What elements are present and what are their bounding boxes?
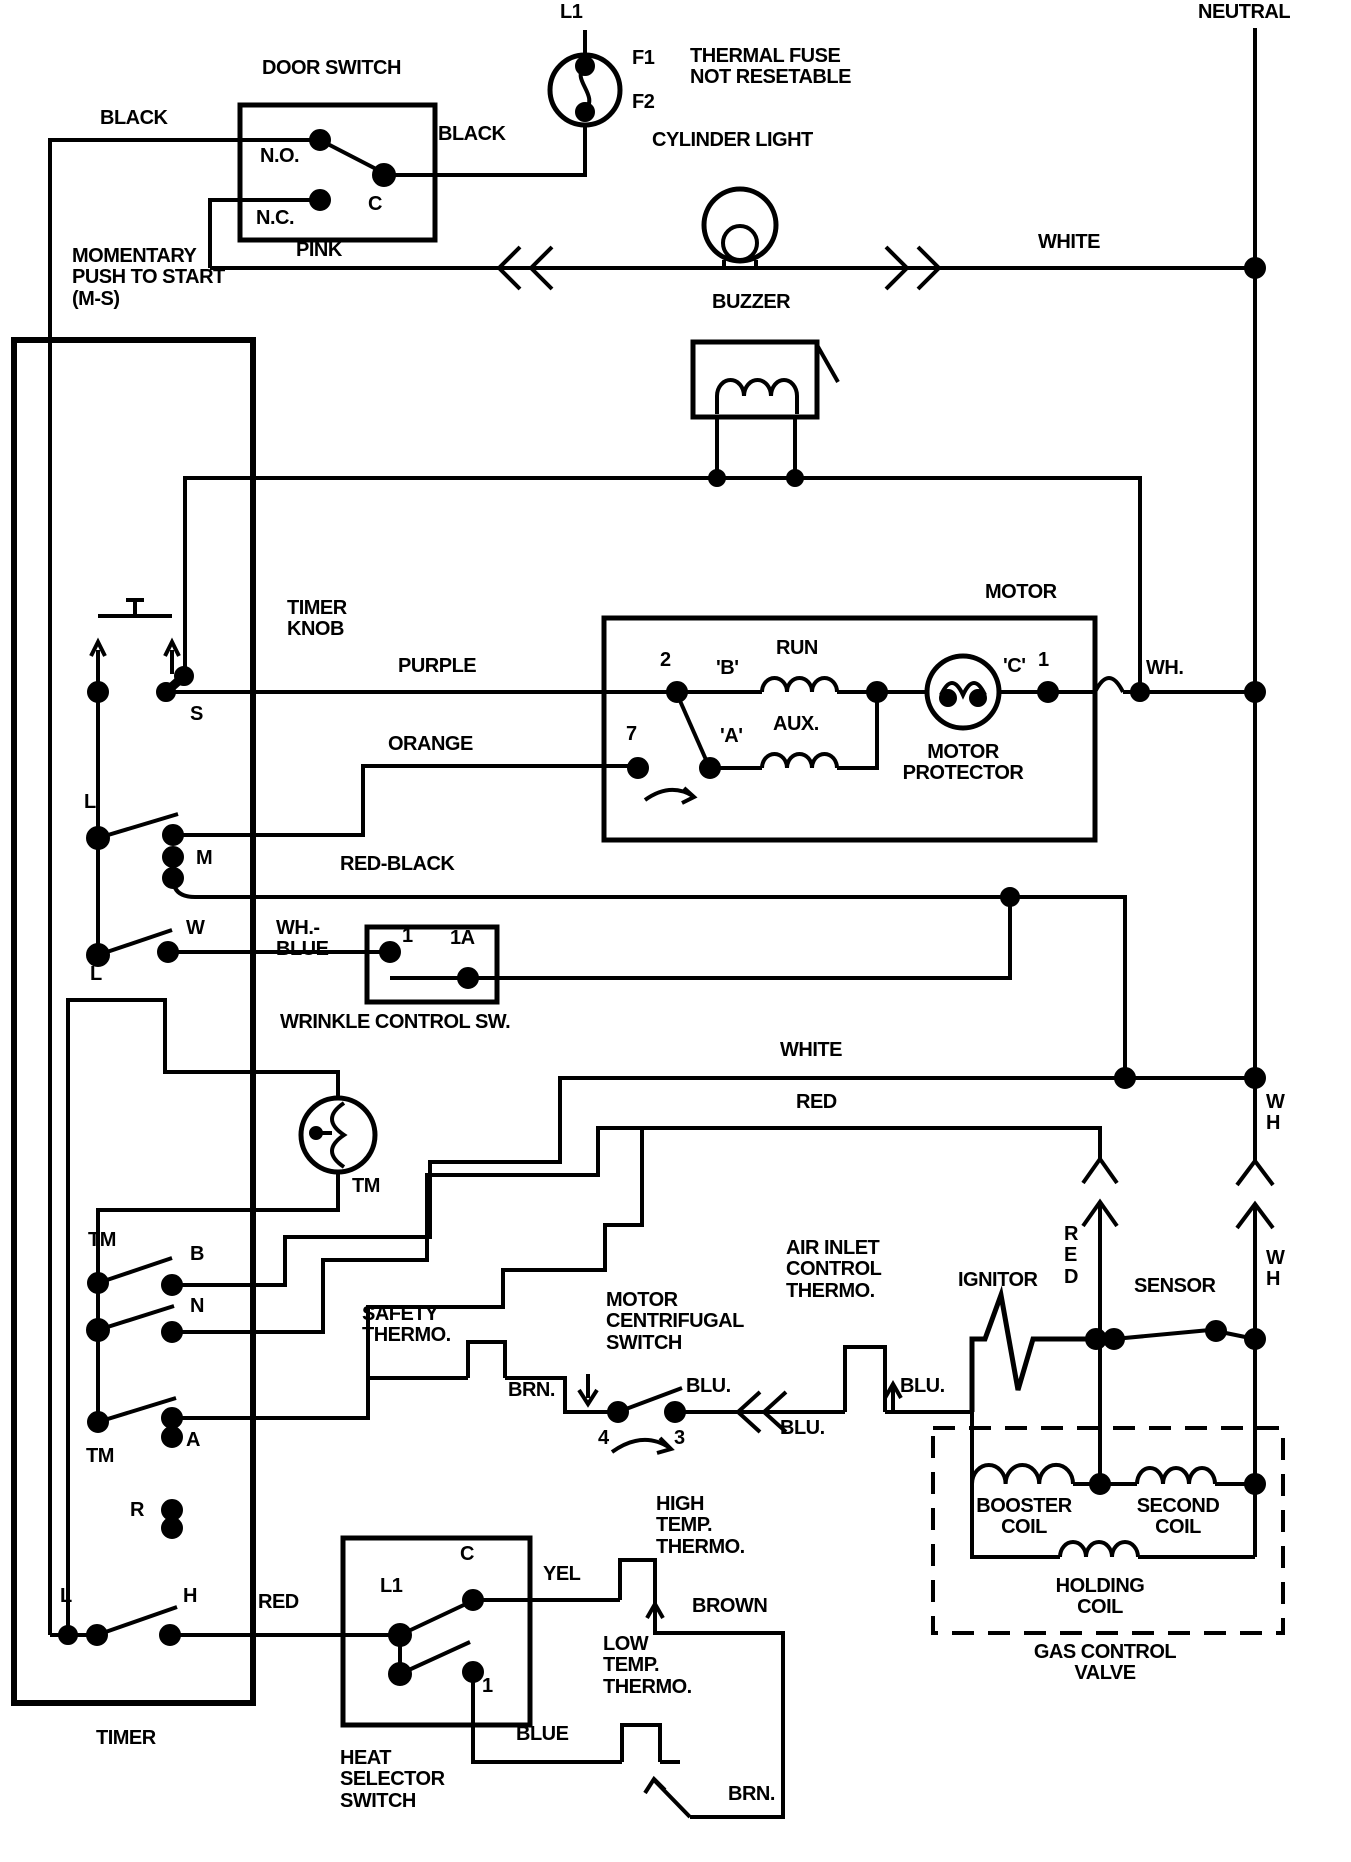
- momentary-label: MOMENTARY PUSH TO START (M-S): [72, 245, 225, 310]
- buzzer-symbol: [183, 339, 1150, 702]
- fuse-f2-label: F2: [632, 91, 655, 113]
- second-coil-label: SECOND COIL: [1136, 1495, 1220, 1539]
- timer-l-cam2-label: L: [90, 963, 102, 985]
- timer-tm1-label: TM: [88, 1229, 116, 1251]
- motor-title: MOTOR: [985, 581, 1057, 603]
- wh-wire-label: WH.: [1146, 657, 1184, 679]
- routed-wires: [171, 877, 1255, 1484]
- red-wire-label-mid: RED: [796, 1091, 837, 1113]
- buzzer-label: BUZZER: [712, 291, 791, 313]
- heat-circuit: [340, 1535, 785, 1819]
- motor-aux-label: AUX.: [773, 713, 819, 735]
- wrinkle-label: WRINKLE CONTROL SW.: [280, 1011, 511, 1033]
- black-wire-label-right: BLACK: [438, 123, 506, 145]
- gas-valve-label: GAS CONTROL VALVE: [1033, 1641, 1177, 1685]
- red-black-wire-label: RED-BLACK: [340, 853, 455, 875]
- timer-m-label: M: [196, 847, 213, 869]
- motor-b-label: 'B': [716, 657, 739, 679]
- motor-terminal7-label: 7: [626, 723, 637, 745]
- wrinkle-control-switch: [168, 887, 1020, 1005]
- door-switch-title: DOOR SWITCH: [262, 57, 401, 79]
- orange-wire-label: ORANGE: [388, 733, 473, 755]
- heat-1-label: 1: [482, 1675, 493, 1697]
- timer-h-line-label: H: [183, 1585, 197, 1607]
- thermal-fuse-label: THERMAL FUSE NOT RESETABLE: [690, 45, 851, 89]
- neutral-label: NEUTRAL: [1198, 1, 1291, 23]
- motor-box: [166, 615, 1255, 843]
- blu-wire-label-1: BLU.: [686, 1375, 731, 1397]
- power-feed-wires: [48, 28, 1275, 1635]
- motor-terminal1-label: 1: [1038, 649, 1049, 671]
- door-switch-symbol: [237, 102, 438, 243]
- timer-knob-label: TIMER KNOB: [287, 597, 347, 641]
- timer-motor-symbol: [66, 998, 378, 1635]
- brn-wire-label-2: BRN.: [728, 1783, 775, 1805]
- high-temp-thermo-label: HIGH TEMP. THERMO.: [656, 1493, 745, 1558]
- wh-vertical-label-1: W H: [1266, 1091, 1285, 1135]
- low-temp-thermo-label: LOW TEMP. THERMO.: [603, 1633, 692, 1698]
- timer-a-label: A: [186, 1429, 200, 1451]
- blu-wire-label-3: BLU.: [900, 1375, 945, 1397]
- ignitor-sensor-wires: [969, 1285, 1266, 1412]
- timer-title: TIMER: [96, 1727, 156, 1749]
- black-wire-label-left: BLACK: [100, 107, 168, 129]
- wh-blue-wire-label: WH.- BLUE: [276, 917, 329, 961]
- air-inlet-thermo-label: AIR INLET CONTROL THERMO.: [786, 1237, 882, 1302]
- timer-b-label: B: [190, 1243, 204, 1265]
- white-wire-label-mid: WHITE: [780, 1039, 842, 1061]
- timer-s-label: S: [190, 703, 203, 725]
- motor-a-label: 'A': [720, 725, 743, 747]
- wrinkle-1a-label: 1A: [450, 927, 475, 949]
- heat-selector-label: HEAT SELECTOR SWITCH: [340, 1747, 445, 1812]
- ignition-switch-wires: [368, 1340, 972, 1455]
- heat-l1-label: L1: [380, 1575, 403, 1597]
- timer-l-cam1-label: L: [84, 791, 96, 813]
- holding-coil-label: HOLDING COIL: [1055, 1575, 1145, 1619]
- centrifugal-4-label: 4: [598, 1427, 609, 1449]
- blue-wire-label: BLUE: [516, 1723, 569, 1745]
- timer-box: [11, 337, 400, 1706]
- timer-tm2-label: TM: [86, 1445, 114, 1467]
- door-nc-label: N.C.: [256, 207, 295, 229]
- timer-r-label: R: [130, 1499, 144, 1521]
- pink-wire-label: PINK: [296, 239, 342, 261]
- safety-thermo-label: SAFETY THERMO.: [362, 1303, 451, 1347]
- blu-wire-label-2: BLU.: [780, 1417, 825, 1439]
- motor-c-label: 'C': [1003, 655, 1026, 677]
- brn-wire-label-1: BRN.: [508, 1379, 555, 1401]
- yel-wire-label: YEL: [543, 1563, 581, 1585]
- wh-vertical-label-2: W H: [1266, 1247, 1285, 1291]
- heat-c-label: C: [460, 1543, 474, 1565]
- centrifugal-label: MOTOR CENTRIFUGAL SWITCH: [606, 1289, 744, 1354]
- timer-n-label: N: [190, 1295, 204, 1317]
- fuse-f1-label: F1: [632, 47, 655, 69]
- gas-control-valve: [931, 1412, 1285, 1635]
- motor-protector-label: MOTOR PROTECTOR: [902, 741, 1024, 785]
- purple-wire-label: PURPLE: [398, 655, 477, 677]
- centrifugal-3-label: 3: [674, 1427, 685, 1449]
- sensor-label: SENSOR: [1134, 1275, 1216, 1297]
- timer-w-label: W: [186, 917, 205, 939]
- timer-motor-tm-label: TM: [352, 1175, 380, 1197]
- booster-coil-label: BOOSTER COIL: [976, 1495, 1072, 1539]
- cylinder-light-symbol: [701, 186, 779, 268]
- thermal-fuse-symbol: [388, 30, 623, 177]
- motor-terminal2-label: 2: [660, 649, 671, 671]
- ignitor-label: IGNITOR: [958, 1269, 1038, 1291]
- brown-wire-label: BROWN: [692, 1595, 768, 1617]
- white-wire-label-top: WHITE: [1038, 231, 1100, 253]
- motor-run-label: RUN: [776, 637, 818, 659]
- door-common-label: C: [368, 193, 382, 215]
- l1-terminal-label: L1: [560, 1, 583, 23]
- door-no-label: N.O.: [260, 145, 300, 167]
- cylinder-light-label: CYLINDER LIGHT: [652, 129, 813, 151]
- wrinkle-1-label: 1: [402, 925, 413, 947]
- red-wire-label-bottom: RED: [258, 1591, 299, 1613]
- timer-l-line-label: L: [60, 1585, 72, 1607]
- red-vertical-label: R E D: [1064, 1223, 1078, 1288]
